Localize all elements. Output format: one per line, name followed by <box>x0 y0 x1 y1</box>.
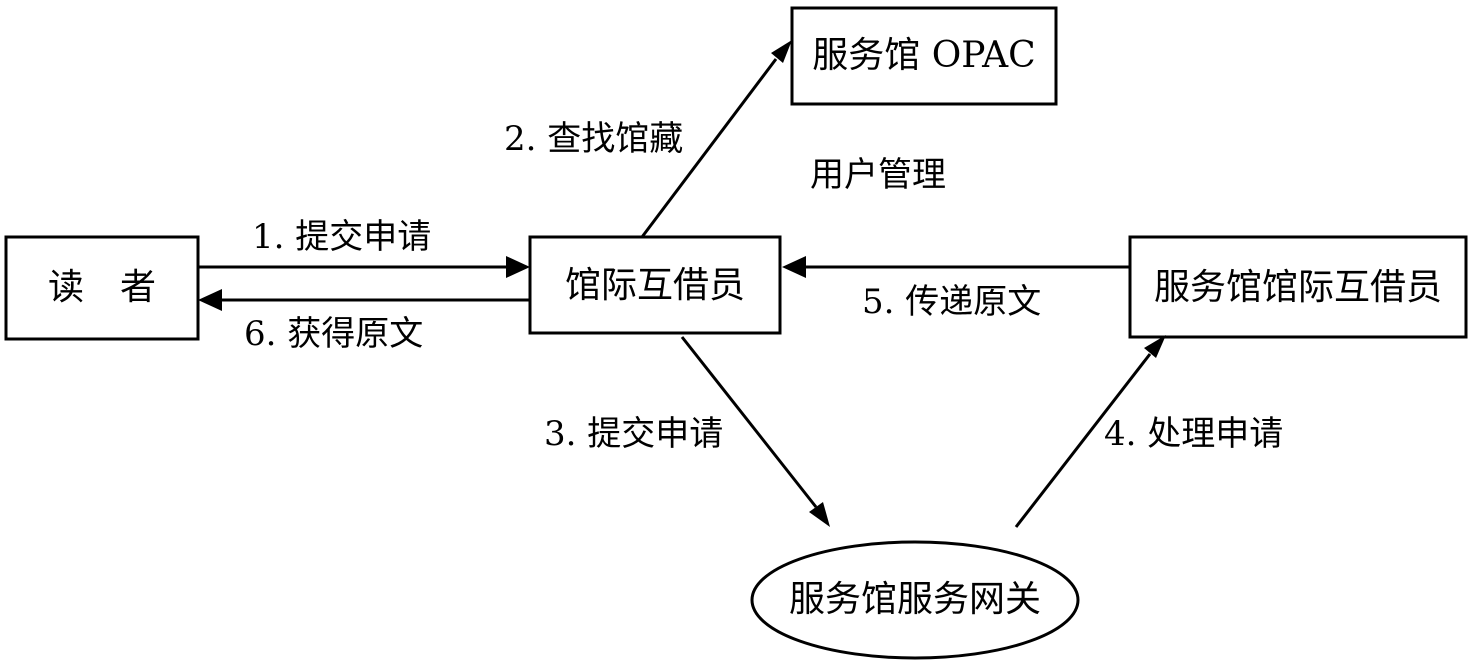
node-reader: 读 者 <box>4 235 200 341</box>
edge-label-1: 1. 提交申请 <box>252 217 431 257</box>
edge-label-6: 6. 获得原文 <box>244 314 423 354</box>
edge-deliver-original-5 <box>782 256 1130 278</box>
annotation-user-management: 用户管理 <box>810 155 946 195</box>
node-service-ill-staff-label: 服务馆馆际互借员 <box>1154 267 1442 308</box>
edge-submit-request-3 <box>680 336 830 527</box>
edge-search-holdings-2 <box>640 40 792 238</box>
edge-label-5: 5. 传递原文 <box>862 282 1041 322</box>
node-ill-staff: 馆际互借员 <box>528 235 782 335</box>
node-ill-staff-label: 馆际互借员 <box>565 265 745 306</box>
edge-obtain-original-6 <box>198 289 530 311</box>
node-reader-label: 读 者 <box>48 267 156 308</box>
node-opac-label: 服务馆 OPAC <box>812 35 1035 76</box>
node-service-ill-staff: 服务馆馆际互借员 <box>1128 235 1468 339</box>
node-opac: 服务馆 OPAC <box>790 6 1058 106</box>
node-gateway-label: 服务馆服务网关 <box>789 579 1041 620</box>
node-gateway: 服务馆服务网关 <box>750 540 1080 660</box>
edge-label-2: 2. 查找馆藏 <box>504 119 683 159</box>
edge-label-4: 4. 处理申请 <box>1104 414 1283 454</box>
edge-submit-request-1 <box>198 256 530 278</box>
edge-process-request-4 <box>1014 335 1166 528</box>
edge-label-3: 3. 提交申请 <box>544 414 723 454</box>
